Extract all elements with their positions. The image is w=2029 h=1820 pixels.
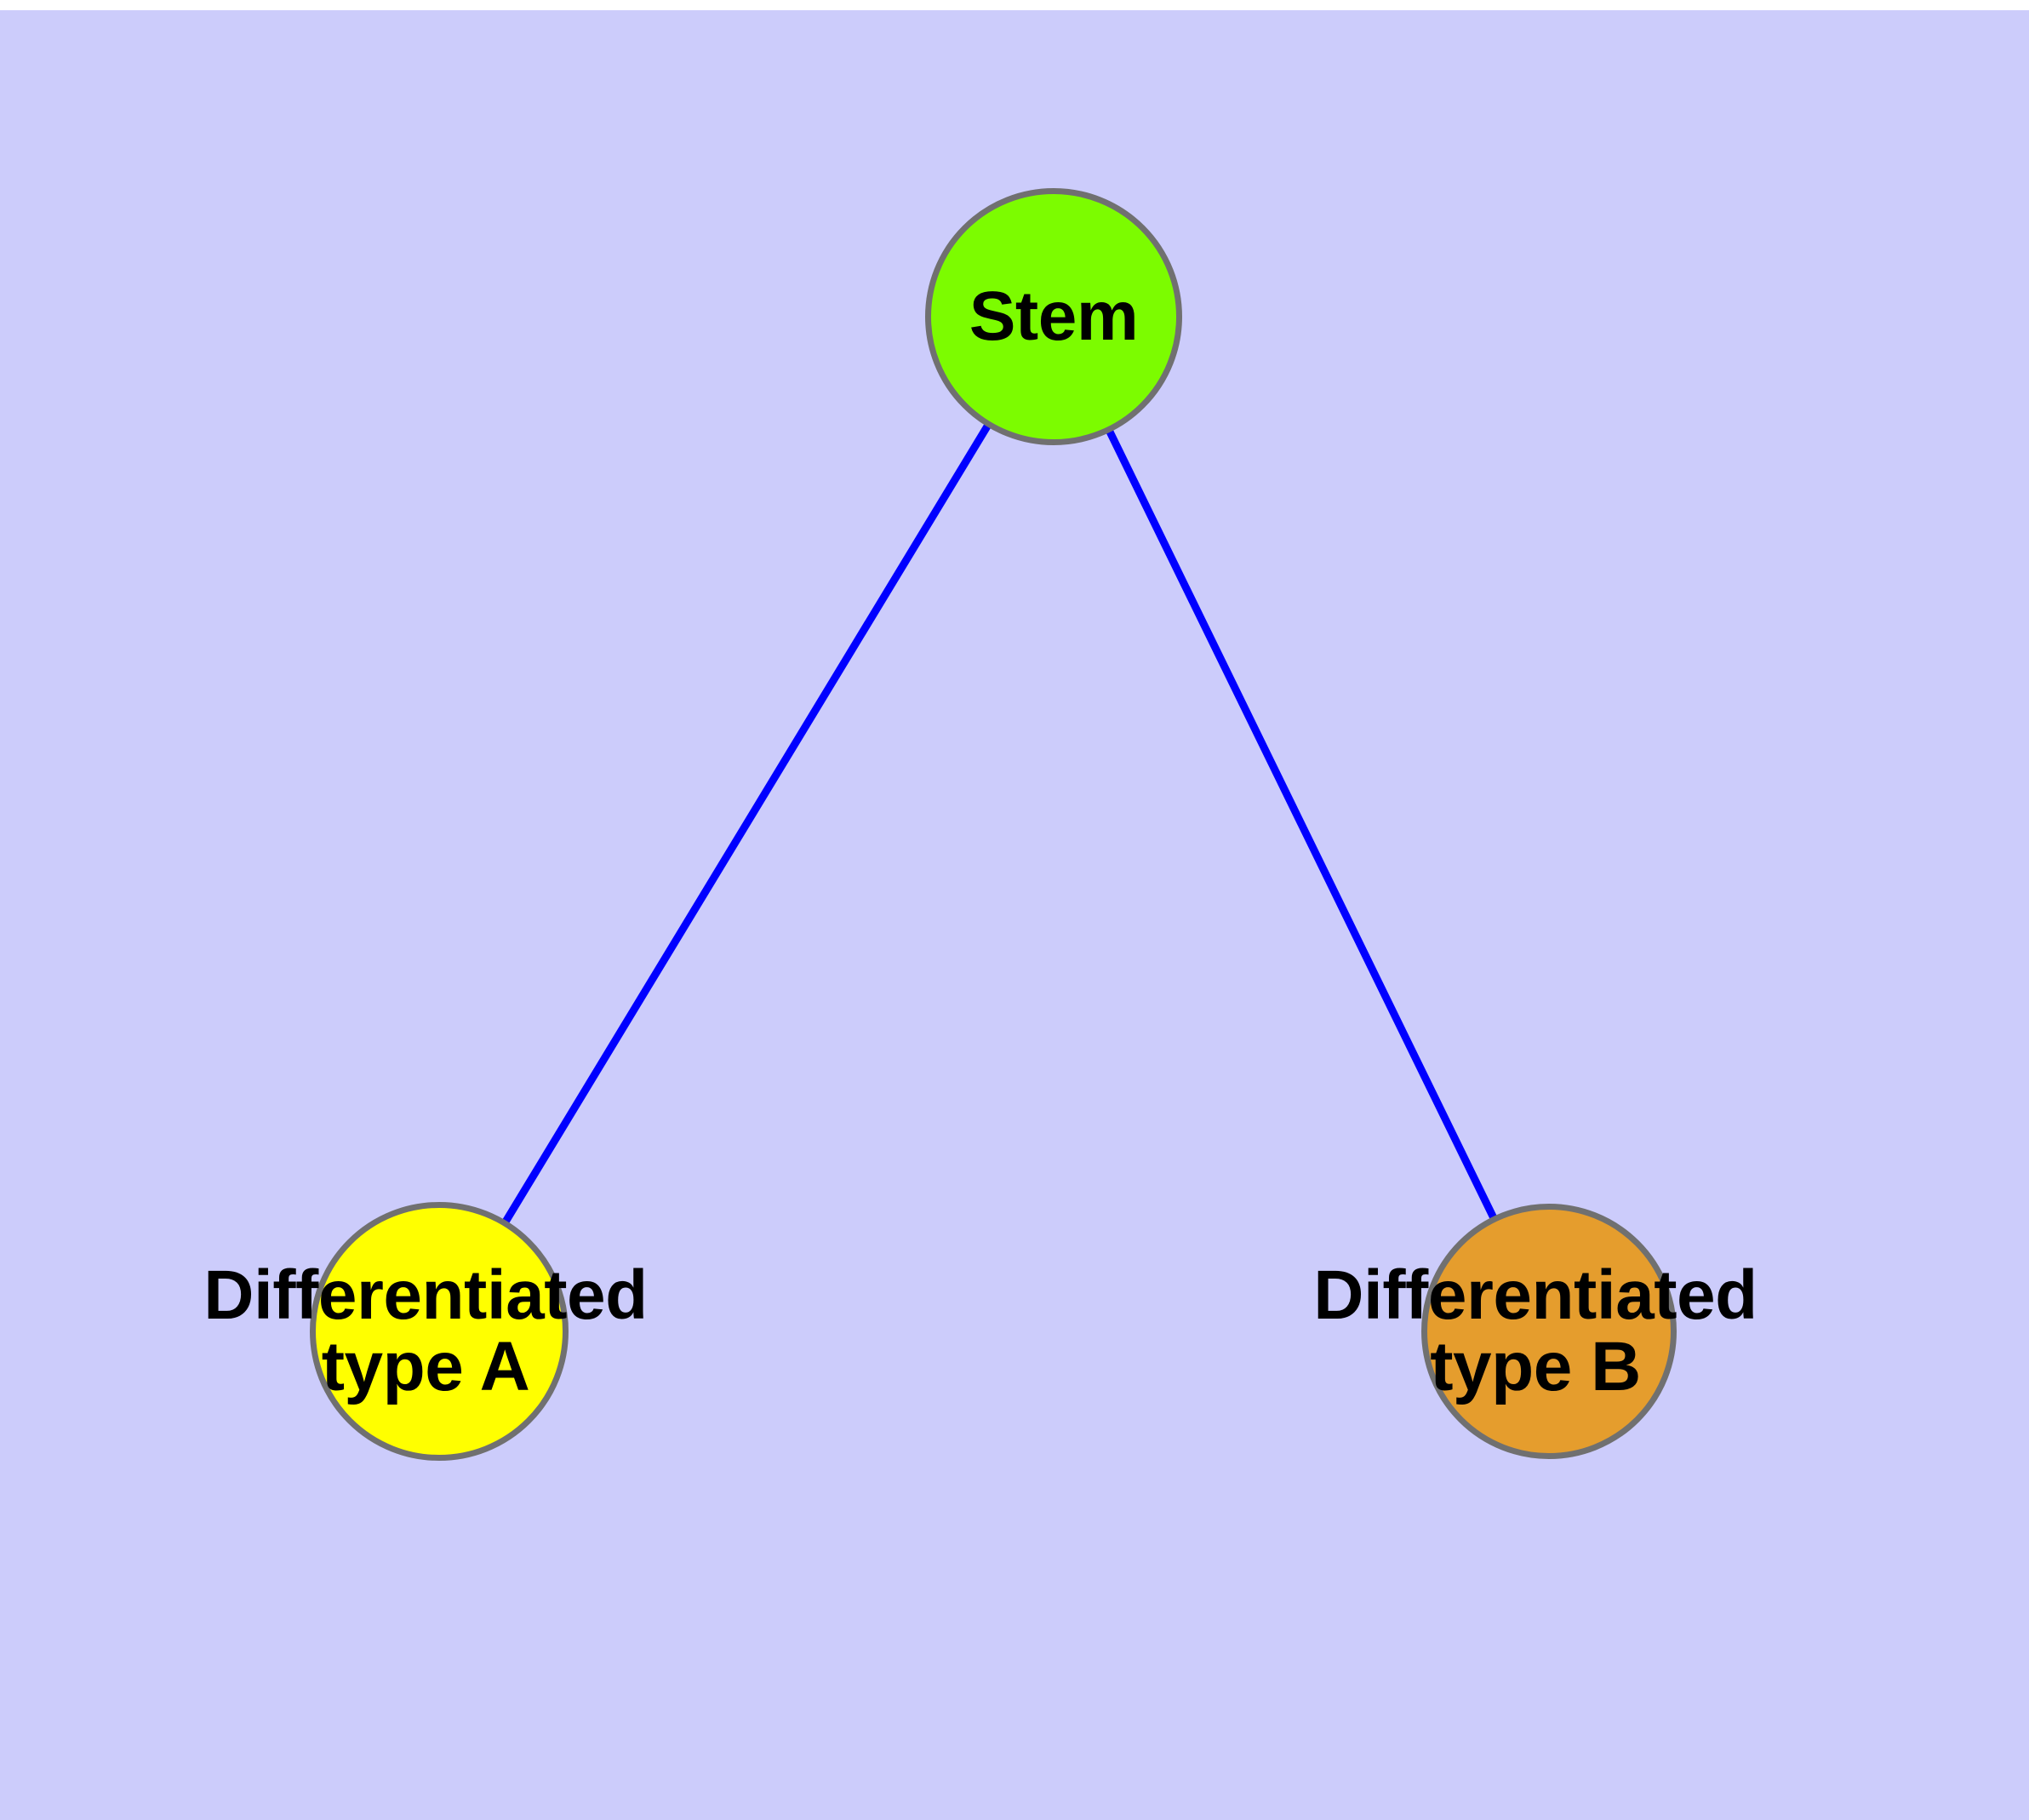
graph-node-diff_a[interactable] xyxy=(310,1202,569,1461)
graph-edge xyxy=(1049,315,1553,1333)
edge-layer xyxy=(436,314,1553,1334)
graph-node-diff_b[interactable] xyxy=(1421,1204,1677,1459)
graph-node-stem[interactable] xyxy=(925,188,1182,445)
graph-edge xyxy=(436,314,1057,1334)
